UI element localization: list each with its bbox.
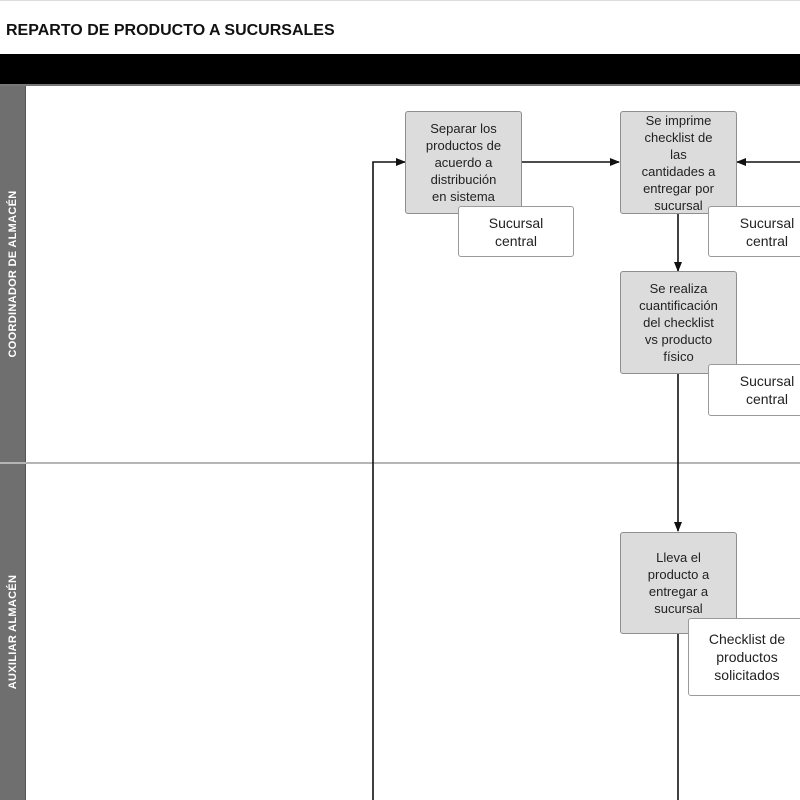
process-label: Se imprime checklist de las cantidades a… (641, 112, 716, 213)
process-separar-productos[interactable]: Separar los productos de acuerdo a distr… (405, 111, 522, 214)
pool-header-underline (0, 84, 800, 86)
process-label: Lleva el producto a entregar a sucursal (647, 550, 710, 616)
lane-divider (0, 462, 800, 464)
note-label: Sucursal central (488, 214, 544, 249)
pool-header-bar (0, 54, 800, 84)
process-lleva-producto[interactable]: Lleva el producto a entregar a sucursal (620, 532, 737, 634)
lane-label-auxiliar: AUXILIAR ALMACÉN (0, 464, 26, 800)
page-title: REPARTO DE PRODUCTO A SUCURSALES (6, 22, 335, 39)
note-sucursal-central[interactable]: Sucursal central (708, 364, 800, 416)
process-imprime-checklist[interactable]: Se imprime checklist de las cantidades a… (620, 111, 737, 214)
connector-loop-to-separar (372, 158, 406, 800)
top-border (0, 0, 800, 1)
note-sucursal-central[interactable]: Sucursal central (708, 206, 800, 257)
note-label: Checklist de productos solicitados (708, 631, 786, 683)
process-label: Separar los productos de acuerdo a distr… (425, 121, 502, 204)
note-checklist-productos[interactable]: Checklist de productos solicitados (688, 618, 800, 696)
lane-label-coordinador: COORDINADOR DE ALMACÉN (0, 86, 26, 462)
process-cuantificacion-checklist[interactable]: Se realiza cuantificación del checklist … (620, 271, 737, 374)
note-label: Sucursal central (739, 214, 795, 249)
note-label: Sucursal central (739, 373, 795, 407)
process-label: Se realiza cuantificación del checklist … (639, 281, 718, 364)
note-sucursal-central[interactable]: Sucursal central (458, 206, 574, 257)
